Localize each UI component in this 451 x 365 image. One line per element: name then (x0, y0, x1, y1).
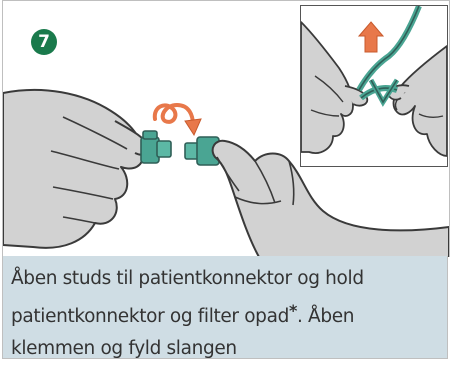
step-number: 7 (38, 32, 50, 52)
detail-inset (300, 5, 448, 167)
caption-line-3: klemmen og fyld slangen (11, 338, 237, 359)
instruction-caption: Åben studs til patientkonnektor og hold … (2, 256, 448, 359)
caption-line-2-end: . Åben (297, 306, 354, 327)
inset-drawing (301, 6, 447, 166)
up-arrow-icon (359, 22, 383, 52)
caption-text: Åben studs til patientkonnektor og hold … (11, 263, 439, 365)
step-illustration: 7 (2, 0, 450, 257)
asterisk-footnote-mark: * (289, 301, 297, 320)
patient-connector-left (141, 131, 171, 163)
twist-arrow-icon (155, 105, 201, 135)
caption-line-2: patientkonnektor og filter opad (11, 306, 289, 327)
inset-right-hand (389, 46, 447, 156)
left-hand (3, 90, 149, 248)
caption-line-1: Åben studs til patientkonnektor og hold (11, 268, 364, 289)
step-number-badge: 7 (31, 29, 57, 55)
